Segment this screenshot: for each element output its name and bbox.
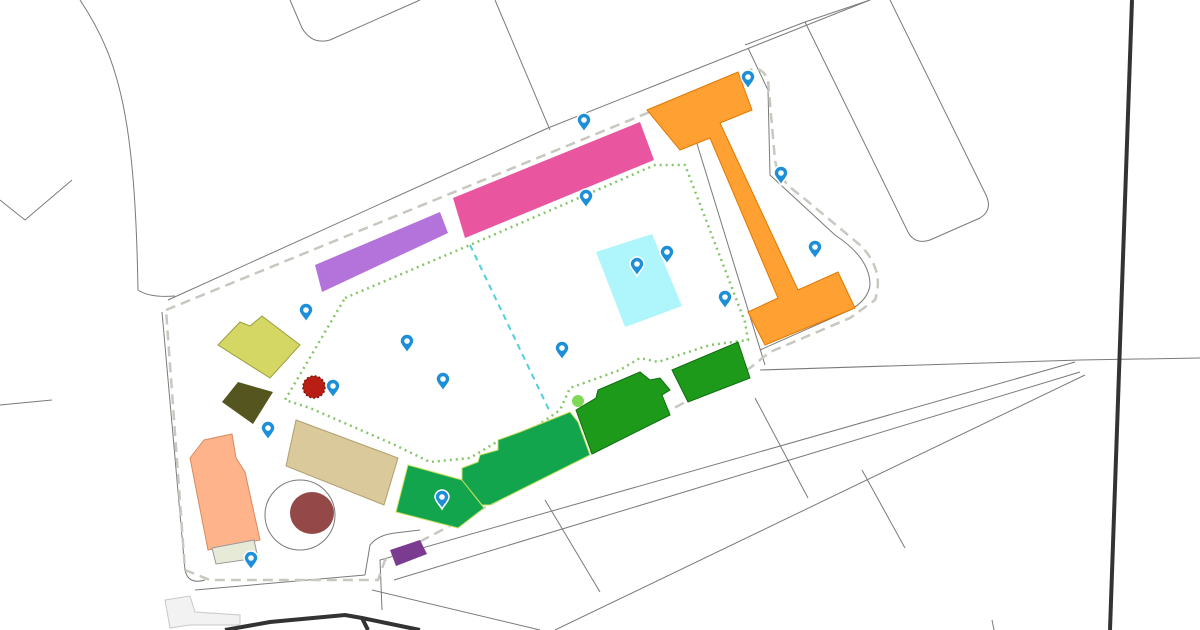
building-olive[interactable] (222, 382, 273, 424)
pin-center (265, 425, 271, 431)
parcel-line (167, 127, 549, 301)
field-outline (283, 163, 750, 464)
pin-center (581, 117, 587, 123)
building-purple[interactable] (315, 212, 448, 292)
tree-crown (302, 375, 326, 399)
location-pin-icon[interactable] (434, 489, 450, 511)
location-pin-icon[interactable] (325, 378, 341, 400)
parcel-line (754, 397, 809, 499)
building-cyan-pool[interactable] (596, 234, 682, 327)
parcel-line (554, 374, 1086, 630)
parcel-line (364, 529, 421, 576)
building-pink[interactable] (453, 122, 654, 238)
building-small-purple[interactable] (390, 540, 427, 566)
pin-center (745, 74, 751, 80)
location-pin-icon[interactable] (554, 340, 570, 362)
roundabout-outline (264, 479, 336, 551)
location-pin-icon[interactable] (659, 244, 675, 266)
parcel-line (137, 289, 176, 297)
parcel-line (0, 179, 73, 221)
building-tan[interactable] (285, 419, 399, 506)
location-pin-icon[interactable] (243, 550, 259, 572)
pin-center (722, 294, 728, 300)
location-pin-icon[interactable] (435, 371, 451, 393)
parcel-line (194, 574, 366, 591)
location-pin-icon[interactable] (807, 239, 823, 261)
location-pin-icon[interactable] (717, 289, 733, 311)
location-pin-icon[interactable] (399, 333, 415, 355)
building-green-stepped[interactable] (461, 411, 591, 506)
parcel-line (494, 0, 551, 131)
pin-center (248, 555, 254, 561)
field-divider (469, 244, 551, 413)
pin-center (583, 193, 589, 199)
pin-center (303, 307, 309, 313)
pin-center (559, 345, 565, 351)
parcel-line (991, 619, 995, 630)
location-pin-icon[interactable] (576, 112, 592, 134)
building-orange-h-shape[interactable] (646, 71, 856, 346)
pin-center (812, 244, 818, 250)
footpaths (164, 595, 241, 629)
pin-center (404, 338, 410, 344)
location-pin-icon[interactable] (740, 69, 756, 91)
footpath (164, 595, 241, 629)
road-right (1108, 0, 1134, 630)
parcel-line (79, 0, 139, 291)
parcel-line (544, 499, 601, 593)
building-yellow-green[interactable] (217, 315, 301, 379)
green-point-marker (572, 395, 584, 407)
parcel-line (371, 589, 541, 630)
pin-center (778, 170, 784, 176)
location-pin-icon[interactable] (629, 256, 645, 278)
pin-center (664, 249, 670, 255)
parcel-line (547, 0, 871, 129)
parcel-line (393, 371, 1081, 581)
building-dark-green-right[interactable] (671, 341, 751, 403)
buildings[interactable] (189, 71, 856, 566)
pin-center (440, 376, 446, 382)
tree-icon (302, 375, 326, 399)
parcel-line (759, 357, 1200, 371)
parcel-line (861, 469, 906, 549)
building-dark-green-center[interactable] (575, 371, 671, 455)
parcel-line (289, 0, 421, 42)
parcel-line (379, 559, 383, 611)
building-brown-round[interactable] (290, 492, 334, 534)
parcel-line (747, 47, 871, 351)
location-pin-icon[interactable] (773, 165, 789, 187)
pin-center (330, 383, 336, 389)
road-stub (360, 617, 370, 630)
roads (224, 0, 1134, 630)
road-bottom (224, 612, 421, 630)
pin-center (634, 261, 640, 267)
location-pin-icon[interactable] (578, 188, 594, 210)
parcel-line (804, 0, 989, 242)
location-pin-icon[interactable] (298, 302, 314, 324)
site-boundary (164, 67, 880, 582)
pin-center (439, 494, 445, 500)
parcel-line (0, 399, 53, 406)
location-pins[interactable] (243, 69, 823, 572)
parcel-line (379, 361, 1076, 561)
location-pin-icon[interactable] (260, 420, 276, 442)
